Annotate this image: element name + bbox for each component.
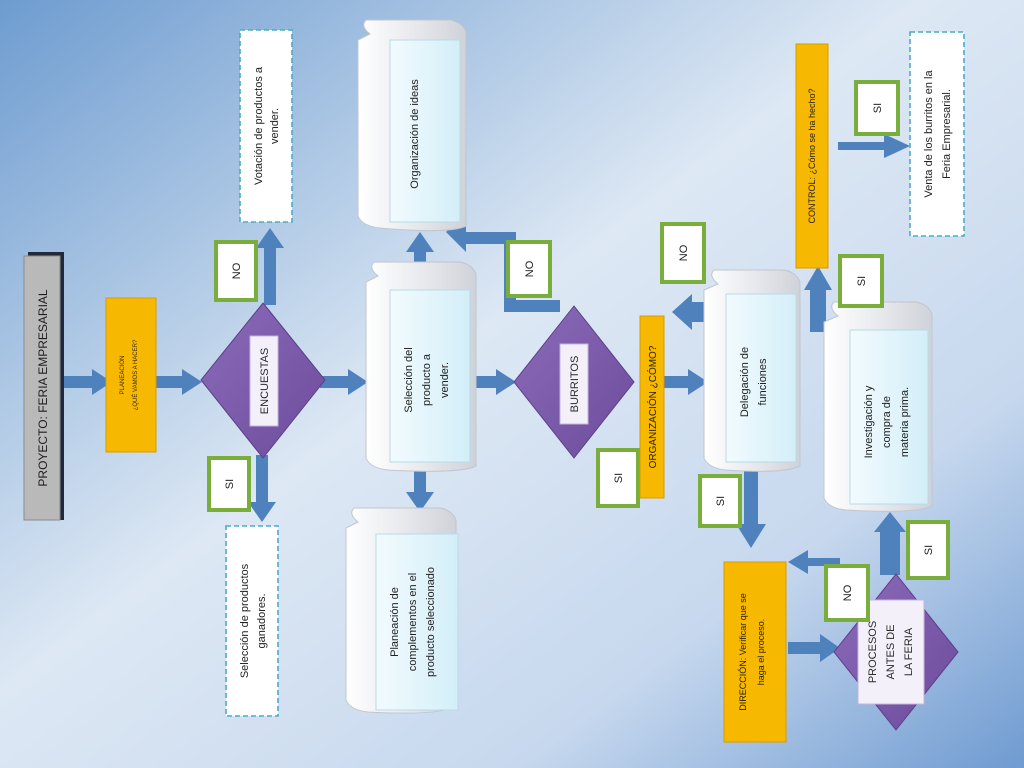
arrow-direccion-to-procesos xyxy=(788,634,840,662)
arrow-title-to-planeacion xyxy=(62,369,112,395)
burritos-decision: BURRITOS xyxy=(513,305,635,459)
arrow-encuestas-down-to-ganadores xyxy=(248,455,276,522)
delegacion-si-badge: SI xyxy=(698,474,742,528)
ganadores-label-line2: ganadores. xyxy=(256,593,268,648)
arrow-investigacion-up-to-control xyxy=(804,266,832,332)
title-label: PROYECTO: FERIA EMPRESARIAL xyxy=(36,289,50,486)
direccion-line2: haga el proceso. xyxy=(756,619,766,686)
votacion-label-line1: Votación de productos a xyxy=(253,66,265,185)
control-node: CONTROL: ¿Cómo se ha hecho? xyxy=(795,43,829,269)
delegacion-no-badge: NO xyxy=(660,222,706,284)
control-si-badge: SI xyxy=(854,80,900,136)
procesos-no-text: NO xyxy=(842,584,854,601)
seleccion-producto-line1: Selección del xyxy=(403,347,415,412)
delegacion-line1: Delegación de xyxy=(739,347,751,417)
direccion-line1: DIRECCIÓN: Verificar que se xyxy=(738,593,748,711)
encuestas-si-text: SI xyxy=(224,479,236,489)
votacion-node: Votación de productos a vender. xyxy=(239,29,293,223)
venta-node: Venta de los burritos en la Feria Empres… xyxy=(909,31,965,237)
control-label: CONTROL: ¿Cómo se ha hecho? xyxy=(807,88,817,223)
organizacion-como-node: ORGANIZACIÓN ¿CÓMO? xyxy=(639,315,665,499)
arrow-seleccion-down-to-complementos xyxy=(406,470,434,512)
encuestas-decision: ENCUESTAS xyxy=(200,302,326,459)
burritos-no-text: NO xyxy=(524,260,536,277)
burritos-label: BURRITOS xyxy=(569,356,581,413)
arrow-encuestas-to-seleccion xyxy=(320,369,368,395)
arrow-burritos-back-to-ideas xyxy=(446,212,560,312)
seleccion-producto-line2: producto a xyxy=(421,353,433,406)
burritos-si-badge: SI xyxy=(596,448,640,508)
delegacion-node: Delegación de funciones xyxy=(703,269,801,472)
arrow-delegacion-no-back xyxy=(672,294,712,330)
complementos-node: Planeación de complementos en el product… xyxy=(345,507,459,714)
investigacion-si-text: SI xyxy=(856,276,868,286)
arrow-organizacion-to-delegacion xyxy=(660,369,708,395)
investigacion-line3: materia prima. xyxy=(899,387,911,457)
planeacion-label-line2: ¿QUÉ VAMOS A HACER? xyxy=(132,339,139,410)
organizacion-ideas-label: Organización de ideas xyxy=(409,79,421,189)
seleccion-producto-node: Selección del producto a vender. xyxy=(365,261,477,472)
planeacion-node: PLANEACIÓN ¿QUÉ VAMOS A HACER? xyxy=(105,297,157,453)
arrow-seleccion-to-burritos xyxy=(472,369,516,395)
arrow-procesos-up-to-investigacion xyxy=(874,512,906,575)
encuestas-no-text: NO xyxy=(231,262,243,279)
arrow-planeacion-to-encuestas xyxy=(152,369,202,395)
encuestas-si-badge: SI xyxy=(207,456,251,512)
arrow-encuestas-up-to-votacion xyxy=(256,228,284,305)
investigacion-si-badge: SI xyxy=(838,254,884,308)
venta-line1: Venta de los burritos en la xyxy=(923,70,935,198)
votacion-label-line2: vender. xyxy=(269,108,281,144)
procesos-si-badge: SI xyxy=(906,520,950,580)
planeacion-label-line1: PLANEACIÓN xyxy=(119,356,126,395)
investigacion-line1: Investigación y xyxy=(863,385,875,458)
procesos-line3: LA FERIA xyxy=(903,627,915,676)
arrow-control-to-venta xyxy=(838,134,910,158)
delegacion-no-text: NO xyxy=(678,244,690,261)
organizacion-como-label: ORGANIZACIÓN ¿CÓMO? xyxy=(646,345,659,468)
burritos-si-text: SI xyxy=(613,473,625,483)
investigacion-node: Investigación y compra de materia prima. xyxy=(823,301,933,512)
encuestas-no-badge: NO xyxy=(214,240,258,302)
ganadores-label-line1: Selección de productos xyxy=(239,563,251,678)
burritos-no-badge: NO xyxy=(506,240,552,298)
procesos-no-badge: NO xyxy=(824,564,870,622)
ganadores-node: Selección de productos ganadores. xyxy=(225,525,279,717)
venta-line2: Feria Empresarial. xyxy=(941,89,953,179)
arrow-seleccion-up-to-ideas xyxy=(406,232,434,272)
investigacion-line2: compra de xyxy=(881,396,893,448)
control-si-text: SI xyxy=(872,103,884,113)
arrow-procesos-no-back xyxy=(788,550,840,574)
complementos-line2: complementos en el xyxy=(407,573,419,671)
title-node: PROYECTO: FERIA EMPRESARIAL xyxy=(23,252,64,521)
seleccion-producto-line3: vender. xyxy=(439,362,451,398)
organizacion-ideas-node: Organización de ideas xyxy=(357,19,467,232)
arrow-layer xyxy=(62,134,910,662)
delegacion-si-text: SI xyxy=(715,496,727,506)
procesos-line2: ANTES DE xyxy=(885,624,897,679)
procesos-si-text: SI xyxy=(923,545,935,555)
arrow-delegacion-down-to-direccion xyxy=(736,466,766,548)
direccion-node: DIRECCIÓN: Verificar que se haga el proc… xyxy=(723,561,787,743)
delegacion-line2: funciones xyxy=(757,358,769,406)
complementos-line3: producto seleccionado xyxy=(425,567,437,677)
procesos-line1: PROCESOS xyxy=(867,621,879,683)
complementos-line1: Planeación de xyxy=(389,587,401,657)
encuestas-label: ENCUESTAS xyxy=(259,348,271,414)
